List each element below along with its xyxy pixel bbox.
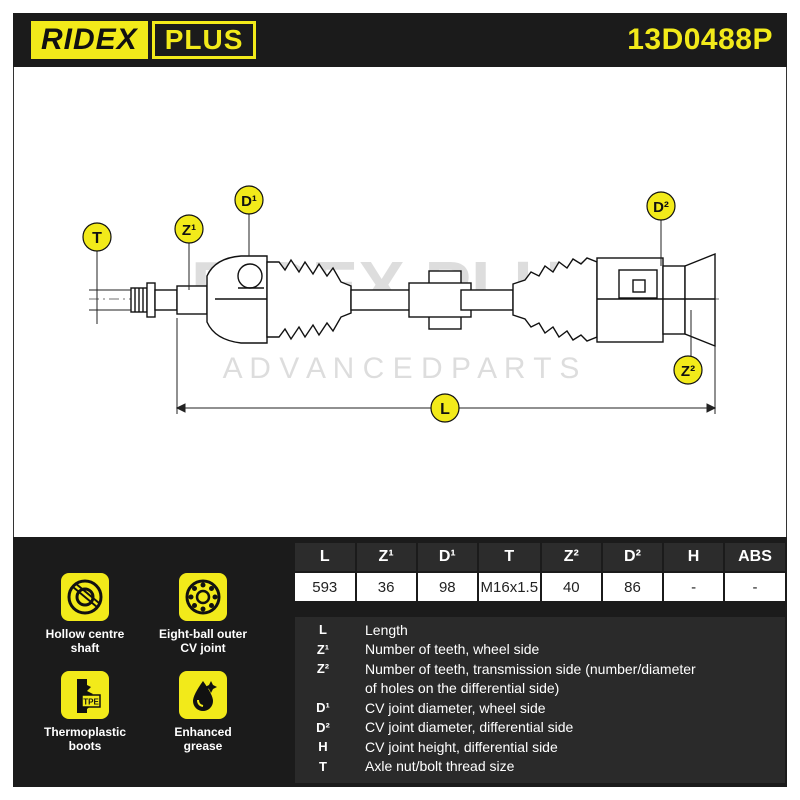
label-L: L — [440, 401, 450, 418]
specs-value: 86 — [602, 573, 663, 601]
legend-key: D¹ — [316, 700, 330, 716]
specs-value: 98 — [417, 573, 477, 601]
label-D2-badge: D² — [646, 191, 676, 221]
specs-header: ABS — [725, 543, 785, 571]
legend-key: T — [319, 758, 327, 774]
brand-logo: RIDEX PLUS — [31, 21, 257, 59]
specs-header: L — [295, 543, 355, 571]
hollow-shaft-icon — [61, 573, 109, 621]
legend-desc: CV joint diameter, wheel side — [365, 699, 546, 716]
specs-header: T — [478, 543, 540, 571]
label-D1-badge: D¹ — [234, 185, 264, 215]
label-Z1: Z¹ — [182, 222, 196, 239]
specs-value-row: 593 36 98 M16x1.5 40 86 - - — [295, 573, 785, 601]
legend-row: D² CV joint diameter, differential side — [295, 718, 785, 738]
specs-value: 40 — [541, 573, 601, 601]
specs-value: 36 — [356, 573, 416, 601]
specs-value: - — [664, 573, 724, 601]
legend-key: Z¹ — [316, 641, 330, 657]
label-T: T — [92, 230, 102, 247]
legend-row: T Axle nut/bolt thread size — [295, 757, 785, 777]
legend-desc: Axle nut/bolt thread size — [365, 758, 515, 775]
legend-desc: Number of teeth, wheel side — [365, 641, 540, 658]
part-number: 13D0488P — [627, 23, 773, 56]
specs-header: D² — [602, 543, 663, 571]
legend-row: Z¹ Number of teeth, wheel side — [295, 640, 785, 660]
label-Z2: Z² — [681, 363, 695, 380]
legend-row: of holes on the differential side) — [295, 679, 785, 699]
outer-boot — [266, 258, 352, 341]
legend-desc: Number of teeth, transmission side (numb… — [365, 660, 696, 677]
specs-header: Z² — [541, 543, 601, 571]
label-D2: D² — [653, 199, 669, 216]
legend-row: D¹ CV joint diameter, wheel side — [295, 698, 785, 718]
specs-header: Z¹ — [356, 543, 416, 571]
specs-value: M16x1.5 — [478, 573, 540, 601]
specs-value: - — [725, 573, 785, 601]
label-Z1-badge: Z¹ — [174, 214, 204, 244]
specs-table: L Z¹ D¹ T Z² D² H ABS 593 36 98 M16x1.5 … — [293, 541, 787, 603]
specs-header-row: L Z¹ D¹ T Z² D² H ABS — [295, 543, 785, 571]
legend-row: H CV joint height, differential side — [295, 737, 785, 757]
specs-header: H — [664, 543, 724, 571]
legend-row: L Length — [295, 620, 785, 640]
label-T-badge: T — [82, 222, 112, 252]
label-D1: D¹ — [241, 193, 257, 210]
watermark-tagline: A D V A N C E D P A R T S — [223, 352, 580, 385]
brand-name-plus: PLUS — [151, 21, 257, 59]
specs-value: 593 — [295, 573, 355, 601]
legend-desc: CV joint height, differential side — [365, 738, 558, 755]
header-bar: RIDEX PLUS 13D0488P — [13, 13, 787, 67]
label-Z2-badge: Z² — [673, 355, 703, 385]
wheel-side-stub — [130, 282, 208, 318]
drive-shaft-drawing: RIDEX PLUS A D V A N C E D P A R T S — [82, 185, 723, 423]
legend-row: Z² Number of teeth, transmission side (n… — [295, 659, 785, 679]
legend-desc: CV joint diameter, differential side — [365, 719, 574, 736]
legend-desc: Length — [365, 621, 408, 638]
technical-drawing-frame: RIDEX PLUS A D V A N C E D P A R T S — [13, 67, 787, 537]
legend: L Length Z¹ Number of teeth, wheel side … — [295, 617, 785, 783]
legend-desc: of holes on the differential side) — [365, 680, 560, 697]
brand-name-ridex: RIDEX — [31, 21, 148, 59]
grease-icon — [179, 671, 227, 719]
outer-cv-joint — [206, 255, 268, 344]
legend-key: Z² — [316, 661, 330, 677]
legend-key: H — [318, 739, 328, 755]
inner-cv-joint — [596, 252, 716, 348]
specs-header: D¹ — [417, 543, 477, 571]
svg-text:TPE: TPE — [83, 698, 99, 707]
tpe-boot-icon: TPE — [61, 671, 109, 719]
label-L-badge: L — [430, 393, 460, 423]
dimension-T — [89, 250, 131, 324]
legend-key: L — [319, 622, 327, 638]
eight-ball-joint-icon — [179, 573, 227, 621]
legend-key: D² — [316, 719, 330, 735]
centre-shaft — [350, 270, 514, 330]
